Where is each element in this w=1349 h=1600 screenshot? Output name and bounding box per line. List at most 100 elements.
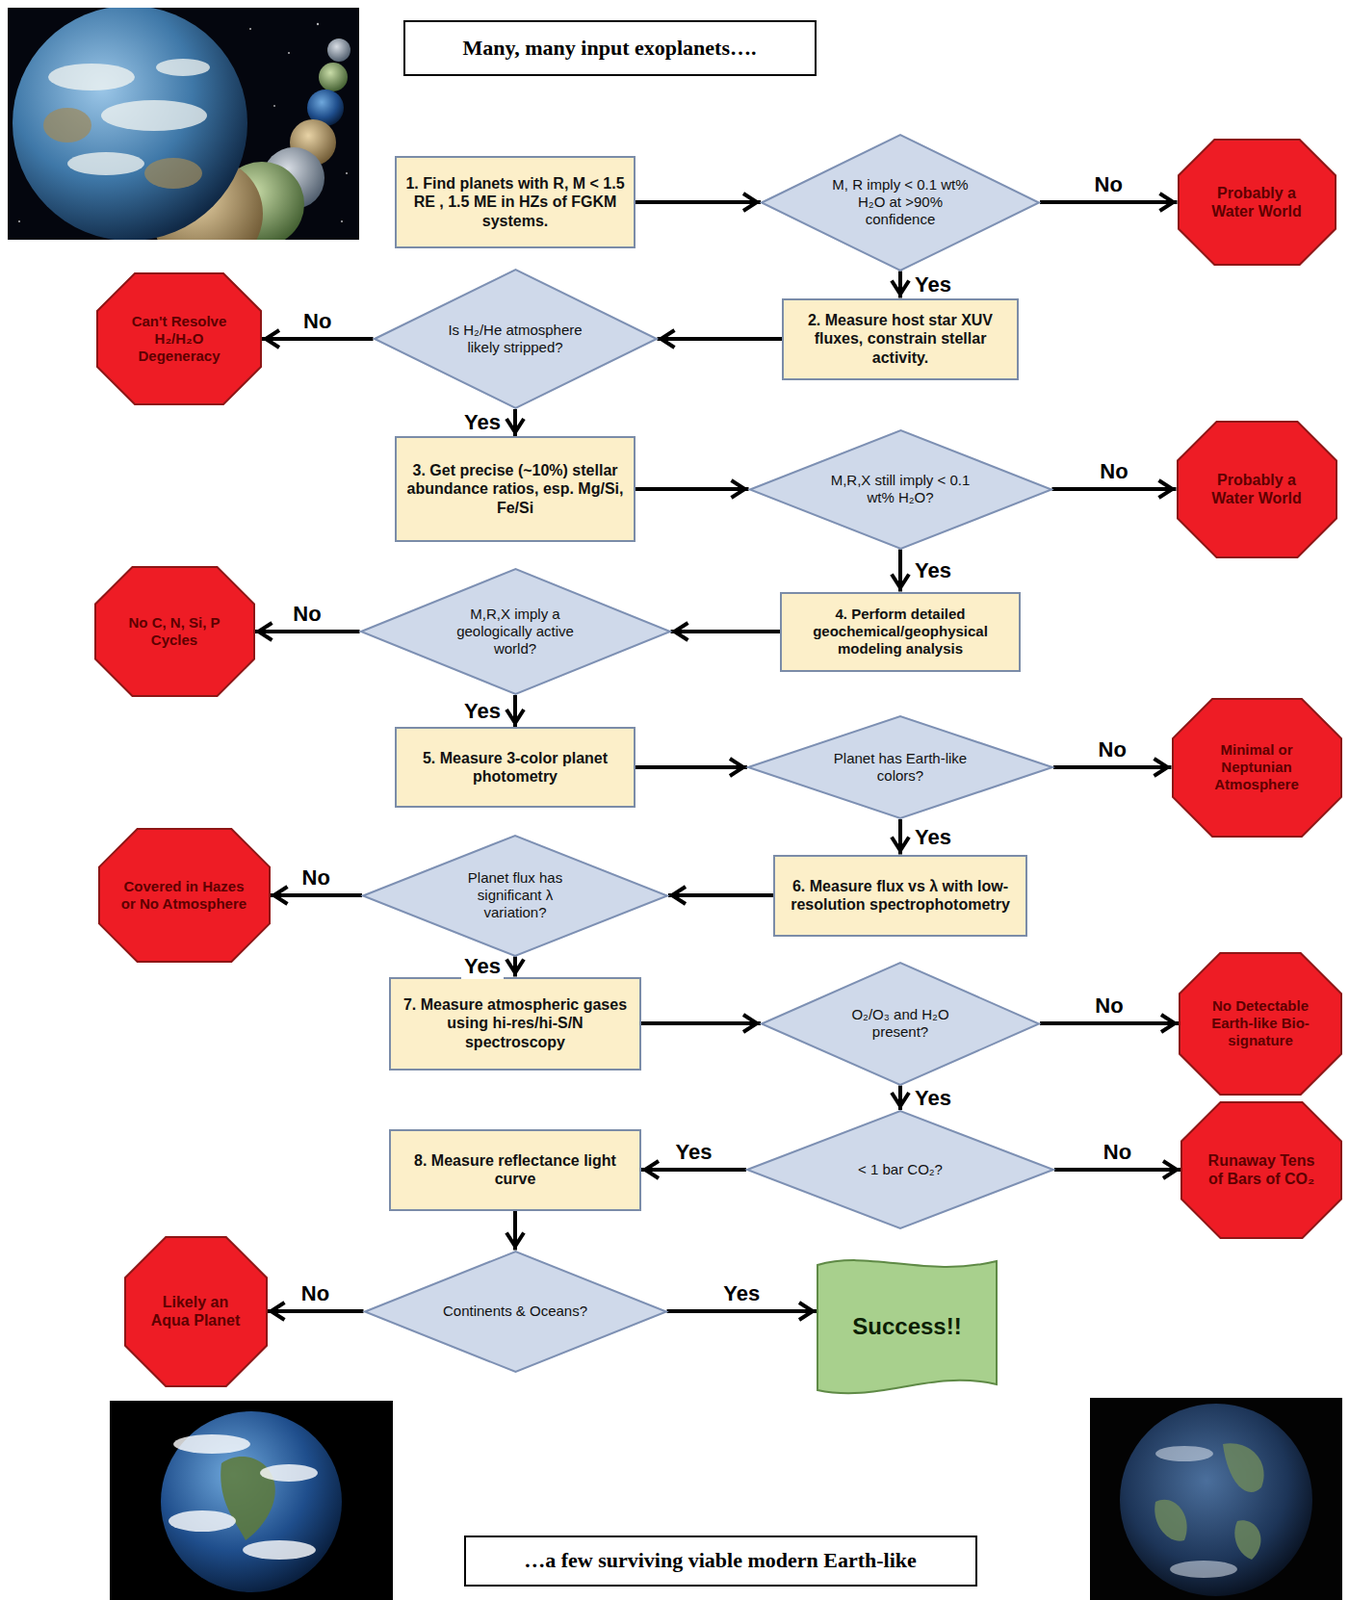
node-text: Probably a Water World	[1199, 183, 1315, 221]
continents	[1154, 1443, 1264, 1560]
branch-label: No	[1100, 1140, 1135, 1165]
flow-arrow	[255, 629, 361, 634]
process-box: 6. Measure flux vs λ with low-resolution…	[773, 855, 1028, 937]
branch-label: Yes	[911, 825, 955, 850]
node-text: Minimal or Neptunian Atmosphere	[1193, 741, 1321, 794]
node-text: Probably a Water World	[1198, 470, 1315, 508]
flow-arrow	[898, 819, 903, 856]
branch-label: Yes	[461, 954, 504, 979]
diamond-path	[747, 1111, 1054, 1229]
octagon-path	[95, 567, 255, 697]
octagon-outline	[124, 1236, 268, 1388]
node-text: 2. Measure host star XUV fluxes, constra…	[789, 311, 1012, 367]
flow-arrow	[267, 1309, 364, 1314]
decision-diamond: M, R imply < 0.1 wt% H₂O at >90% confide…	[760, 133, 1040, 272]
flow-arrow	[898, 271, 903, 299]
decision-diamond: M,R,X imply a geologically active world?	[360, 568, 672, 696]
octagon-path	[1178, 139, 1336, 265]
exoplanet-picture	[7, 7, 360, 240]
diamond-path	[748, 716, 1053, 819]
stop-octagon: Minimal or Neptunian Atmosphere	[1171, 698, 1343, 838]
diamond-path	[363, 835, 668, 957]
flag-path	[817, 1260, 997, 1394]
clouds	[1155, 1446, 1238, 1579]
header-box: Many, many input exoplanets….	[403, 20, 817, 77]
node-text: No C, N, Si, P Cycles	[116, 614, 233, 649]
process-box: 2. Measure host star XUV fluxes, constra…	[781, 298, 1019, 381]
flow-arrow	[513, 409, 518, 437]
branch-label: Yes	[911, 272, 955, 297]
node-text: 5. Measure 3-color planet photometry	[407, 749, 624, 786]
node-text: < 1 bar CO₂?	[823, 1161, 978, 1179]
flow-arrow	[270, 893, 364, 898]
branch-label: No	[1091, 172, 1126, 197]
stop-octagon: Probably a Water World	[1176, 420, 1338, 559]
node-text: 3. Get precise (~10%) stellar abundance …	[402, 461, 629, 518]
diamond-path	[364, 1251, 667, 1373]
branch-label: Yes	[911, 1086, 955, 1111]
branch-label: Yes	[461, 699, 504, 724]
octagon-outline	[1180, 1101, 1343, 1240]
flow-arrow	[1039, 1021, 1179, 1026]
decision-diamond: < 1 bar CO₂?	[746, 1110, 1055, 1230]
node-text: 7. Measure atmospheric gases using hi-re…	[396, 995, 634, 1052]
land	[43, 107, 203, 189]
diamond-path	[761, 134, 1039, 271]
diamond-path	[361, 569, 671, 695]
node-text: 1. Find planets with R, M < 1.5 RE , 1.5…	[402, 174, 629, 231]
stop-octagon: Covered in Hazes or No Atmosphere	[98, 828, 271, 963]
octagon-path	[97, 273, 261, 405]
octagon-path	[1181, 1102, 1342, 1239]
clouds	[168, 1434, 318, 1560]
planet	[1119, 1403, 1313, 1597]
diamond-path	[374, 269, 657, 409]
success-flag: Success!!	[816, 1255, 998, 1399]
flow-arrow	[513, 1211, 518, 1251]
branch-label: No	[300, 309, 335, 334]
node-text: …a few surviving viable modern Earth-lik…	[473, 1548, 967, 1574]
node-text: M,R,X still imply < 0.1 wt% H₂O?	[824, 471, 977, 507]
branch-label: Yes	[720, 1281, 763, 1306]
octagon-outline	[1176, 420, 1338, 559]
flow-arrow	[668, 893, 774, 898]
node-text: Planet has Earth-like colors?	[830, 750, 971, 785]
node-text: O₂/O₃ and H₂O present?	[830, 1006, 971, 1041]
node-text: Many, many input exoplanets….	[411, 35, 808, 61]
branch-label: No	[1095, 737, 1130, 762]
node-text: 4. Perform detailed geochemical/geophysi…	[785, 605, 1015, 658]
node-text: Continents & Oceans?	[439, 1302, 592, 1321]
stop-octagon: Probably a Water World	[1177, 138, 1337, 266]
flow-arrow	[513, 695, 518, 727]
flow-arrow	[1052, 487, 1177, 492]
node-text: Planet flux has significant λ variation?	[444, 869, 586, 922]
node-text: 6. Measure flux vs λ with low-resolution…	[780, 877, 1020, 914]
small-planet	[318, 62, 348, 92]
process-box: 3. Get precise (~10%) stellar abundance …	[394, 436, 636, 543]
node-text: M, R imply < 0.1 wt% H₂O at >90% confide…	[828, 176, 974, 229]
process-box: 8. Measure reflectance light curve	[389, 1129, 642, 1212]
branch-label: Yes	[911, 558, 955, 583]
earth	[160, 1411, 342, 1593]
stop-octagon: No C, N, Si, P Cycles	[94, 566, 256, 698]
node-text: No Detectable Earth-like Bio-signature	[1198, 997, 1324, 1050]
flow-arrow	[1054, 1167, 1181, 1172]
process-box: 5. Measure 3-color planet photometry	[394, 726, 636, 808]
flow-arrow	[513, 957, 518, 978]
big-planet	[12, 7, 248, 240]
node-text: M,R,X imply a geologically active world?	[437, 605, 594, 658]
stop-octagon: Runaway Tens of Bars of CO₂	[1180, 1101, 1343, 1240]
octagon-path	[1177, 421, 1337, 558]
branch-label: Yes	[673, 1140, 716, 1165]
space-ground	[1089, 1398, 1343, 1600]
footer-box: …a few surviving viable modern Earth-lik…	[464, 1535, 978, 1587]
octagon-path	[1179, 953, 1342, 1095]
flow-arrow	[657, 337, 783, 341]
decision-diamond: M,R,X still imply < 0.1 wt% H₂O?	[749, 429, 1053, 550]
process-box: 4. Perform detailed geochemical/geophysi…	[779, 592, 1021, 673]
flow-arrow	[635, 200, 761, 205]
stop-octagon: Can't Resolve H₂/H₂O Degeneracy	[96, 272, 262, 406]
space-ground	[109, 1400, 393, 1600]
decision-diamond: Planet flux has significant λ variation?	[362, 834, 669, 958]
node-text: Can't Resolve H₂/H₂O Degeneracy	[118, 312, 241, 365]
flow-arrow	[261, 337, 374, 341]
